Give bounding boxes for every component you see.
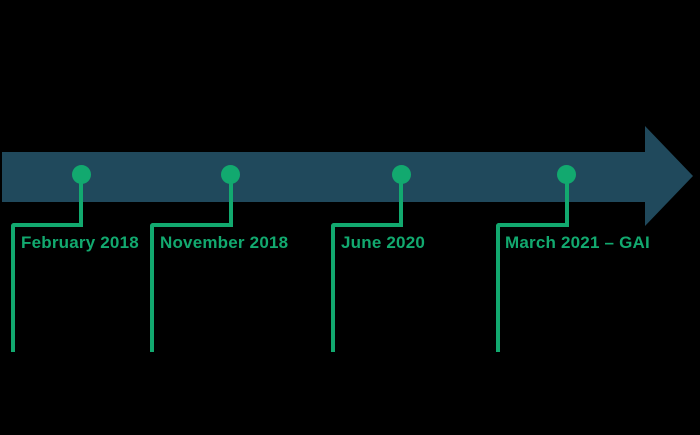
event-connector-bracket — [331, 223, 403, 352]
timeline-dot — [221, 165, 240, 184]
timeline-arrow-head-icon — [645, 126, 693, 226]
event-connector-stem — [565, 175, 569, 227]
event-connector-stem — [229, 175, 233, 227]
timeline-dot — [557, 165, 576, 184]
event-label: March 2021 – GAI — [505, 233, 650, 252]
event-connector-stem — [79, 175, 83, 227]
event-label: February 2018 — [21, 233, 139, 252]
event-label: June 2020 — [341, 233, 426, 252]
event-connector-bracket — [11, 223, 83, 352]
event-connector-bracket — [496, 223, 569, 352]
event-label: November 2018 — [160, 233, 289, 252]
timeline-dot — [72, 165, 91, 184]
timeline-dot — [392, 165, 411, 184]
timeline-arrow-bar — [2, 152, 645, 202]
event-connector-bracket — [150, 223, 233, 352]
event-connector-stem — [399, 175, 403, 227]
